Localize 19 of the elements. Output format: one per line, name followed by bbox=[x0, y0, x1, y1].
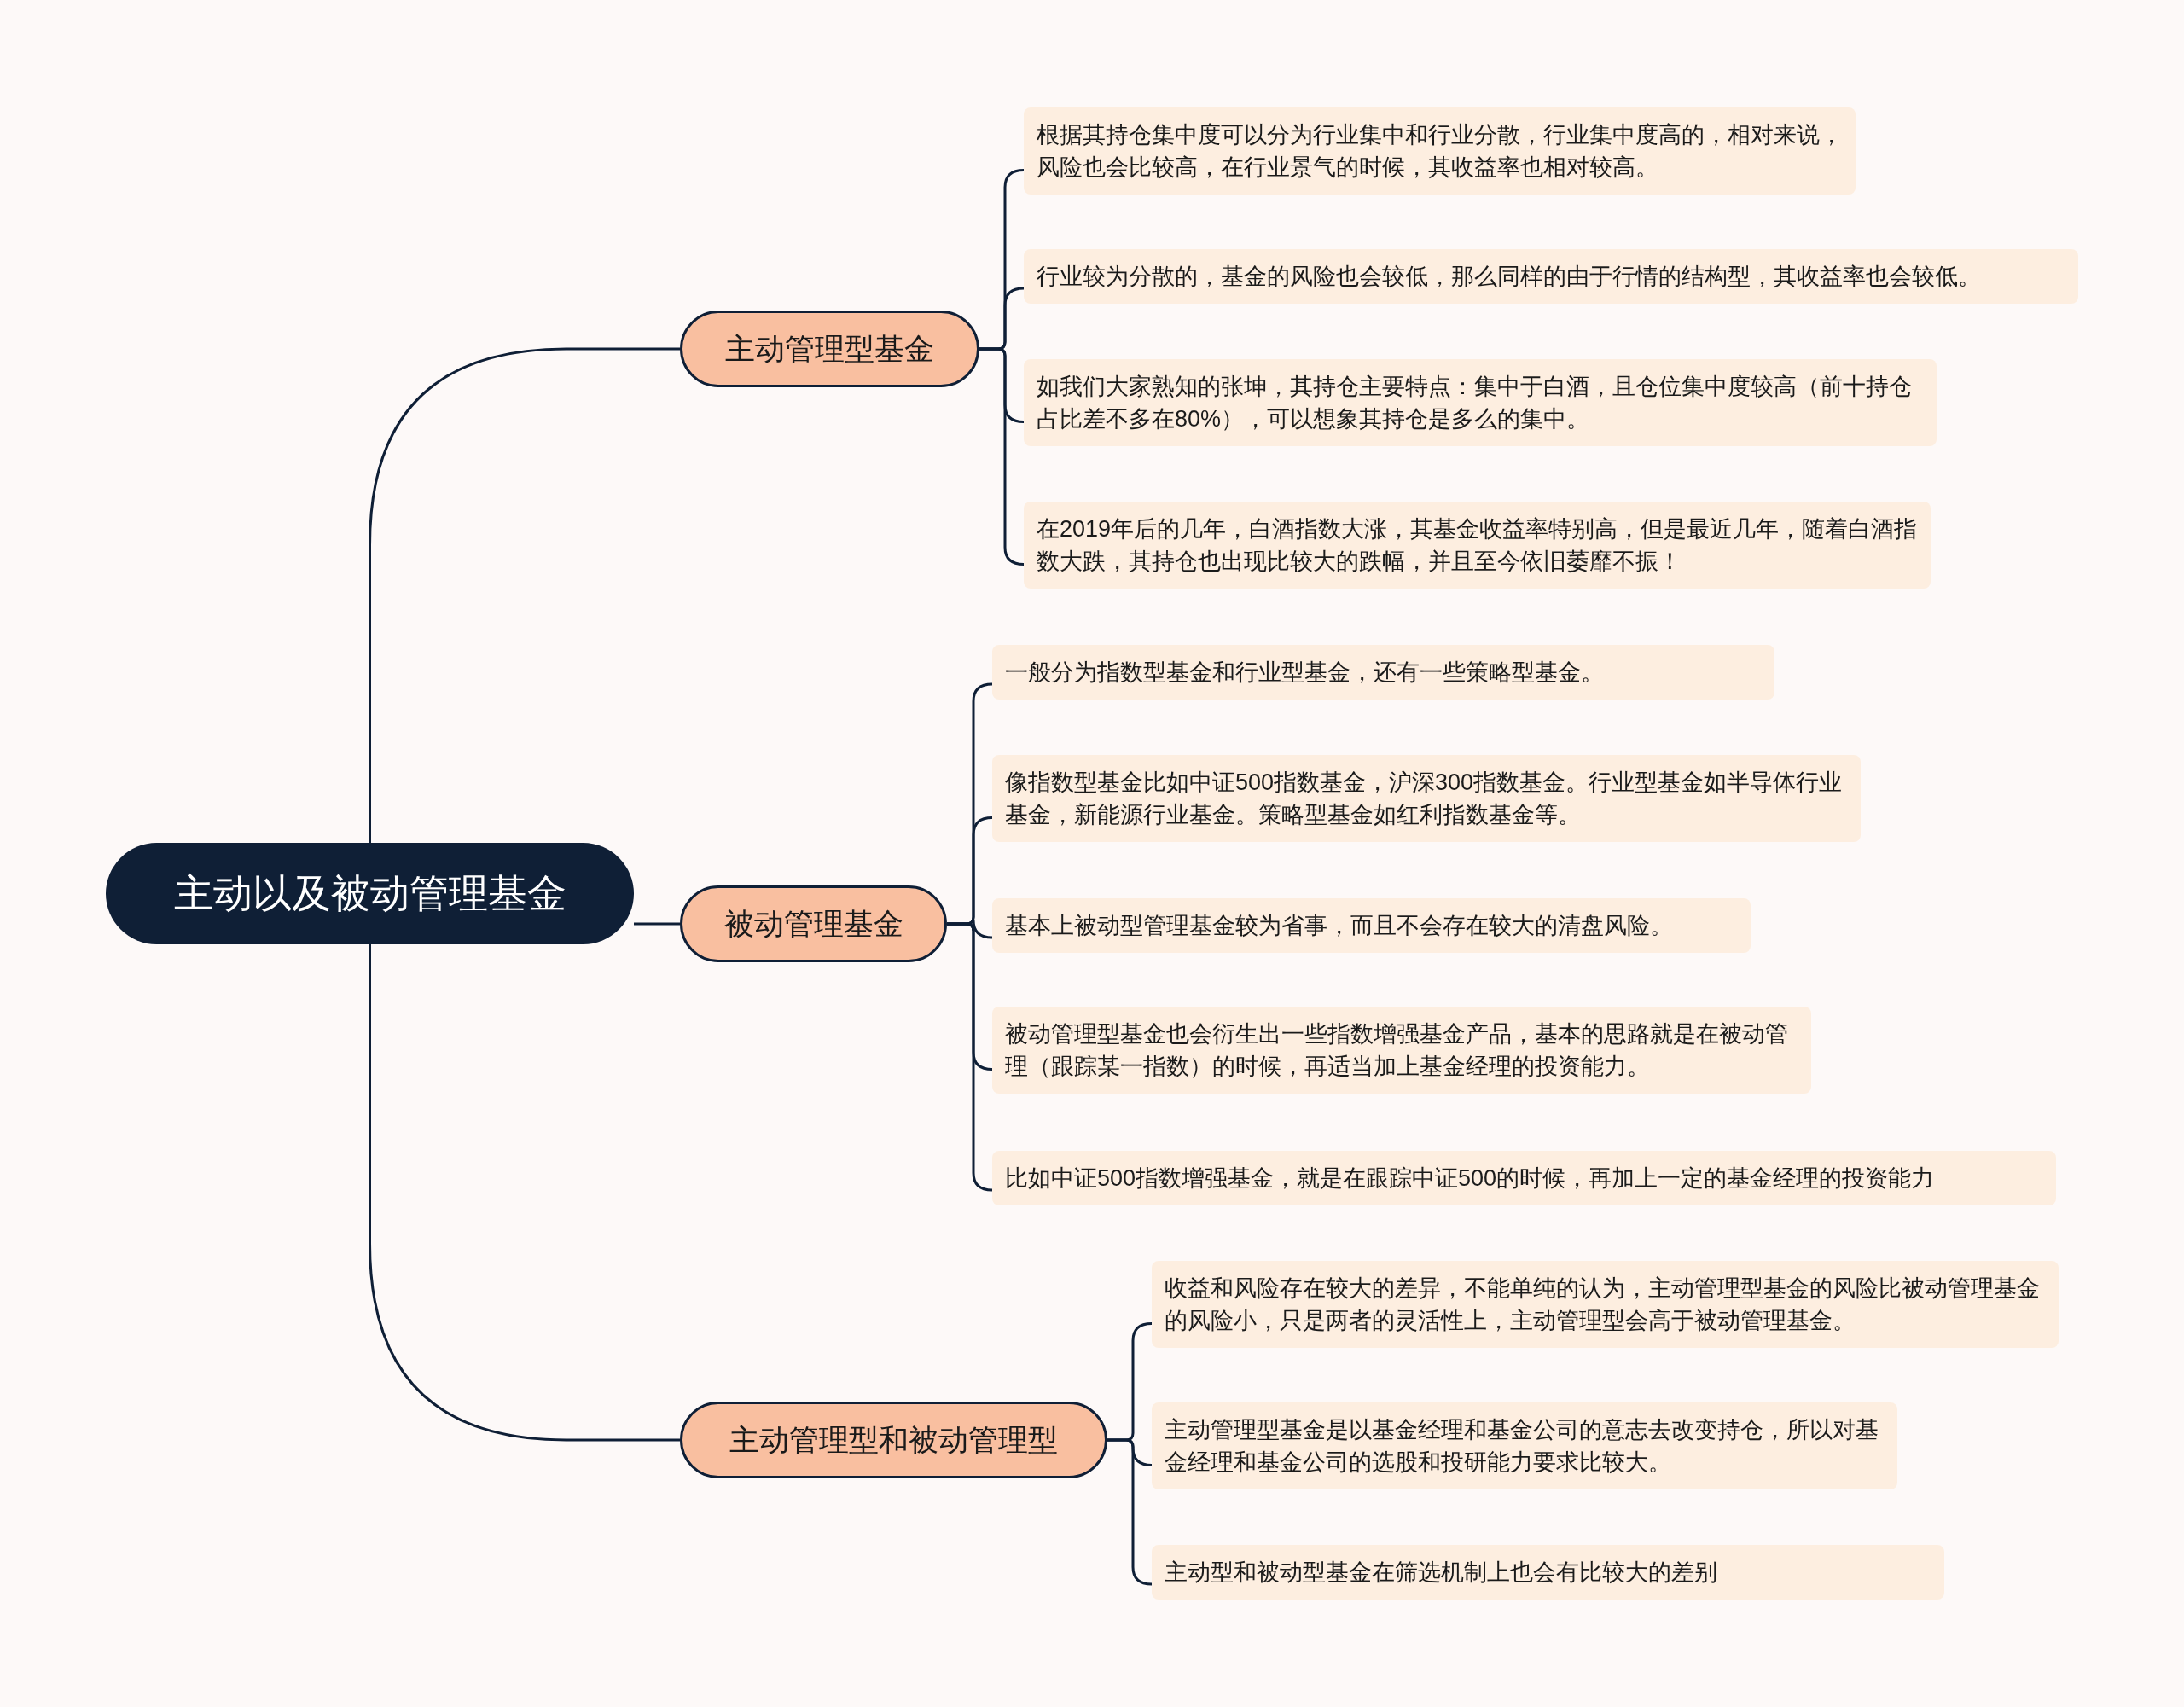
note-box: 比如中证500指数增强基金，就是在跟踪中证500的时候，再加上一定的基金经理的投资能力 bbox=[992, 1151, 2056, 1205]
note-box: 行业较为分散的，基金的风险也会较低，那么同样的由于行情的结构型，其收益率也会较低。 bbox=[1024, 249, 2078, 304]
note-box: 如我们大家熟知的张坤，其持仓主要特点：集中于白酒，且仓位集中度较高（前十持仓占比差不多在80%），可以想象其持仓是多么的集中。 bbox=[1024, 359, 1937, 446]
note-box: 主动型和被动型基金在筛选机制上也会有比较大的差别 bbox=[1152, 1545, 1944, 1600]
note-box: 主动管理型基金是以基金经理和基金公司的意志去改变持仓，所以对基金经理和基金公司的选股和投研能力要求比较大。 bbox=[1152, 1402, 1897, 1489]
branch-topic: 被动管理基金 bbox=[680, 885, 947, 962]
note-box: 像指数型基金比如中证500指数基金，沪深300指数基金。行业型基金如半导体行业基金，新能源行业基金。策略型基金如红利指数基金等。 bbox=[992, 755, 1861, 842]
branch-topic: 主动管理型基金 bbox=[680, 311, 979, 387]
connector-line bbox=[369, 944, 680, 1442]
note-box: 一般分为指数型基金和行业型基金，还有一些策略型基金。 bbox=[992, 645, 1774, 700]
note-box: 收益和风险存在较大的差异，不能单纯的认为，主动管理型基金的风险比被动管理基金的风险小，只是两者的灵活性上，主动管理型会高于被动管理基金。 bbox=[1152, 1261, 2059, 1348]
note-box: 在2019年后的几年，白酒指数大涨，其基金收益率特别高，但是最近几年，随着白酒指数大跌，其持仓也出现比较大的跌幅，并且至今依旧萎靡不振！ bbox=[1024, 502, 1931, 589]
note-box: 被动管理型基金也会衍生出一些指数增强基金产品，基本的思路就是在被动管理（跟踪某一指数）的时候，再适当加上基金经理的投资能力。 bbox=[992, 1007, 1811, 1094]
central-topic: 主动以及被动管理基金 bbox=[106, 843, 634, 944]
connector-line bbox=[634, 922, 680, 926]
connector-line bbox=[369, 347, 680, 843]
note-box: 根据其持仓集中度可以分为行业集中和行业分散，行业集中度高的，相对来说，风险也会比较高，在行业景气的时候，其收益率也相对较高。 bbox=[1024, 107, 1856, 195]
branch-topic: 主动管理型和被动管理型 bbox=[680, 1402, 1107, 1478]
note-box: 基本上被动型管理基金较为省事，而且不会存在较大的清盘风险。 bbox=[992, 898, 1751, 953]
